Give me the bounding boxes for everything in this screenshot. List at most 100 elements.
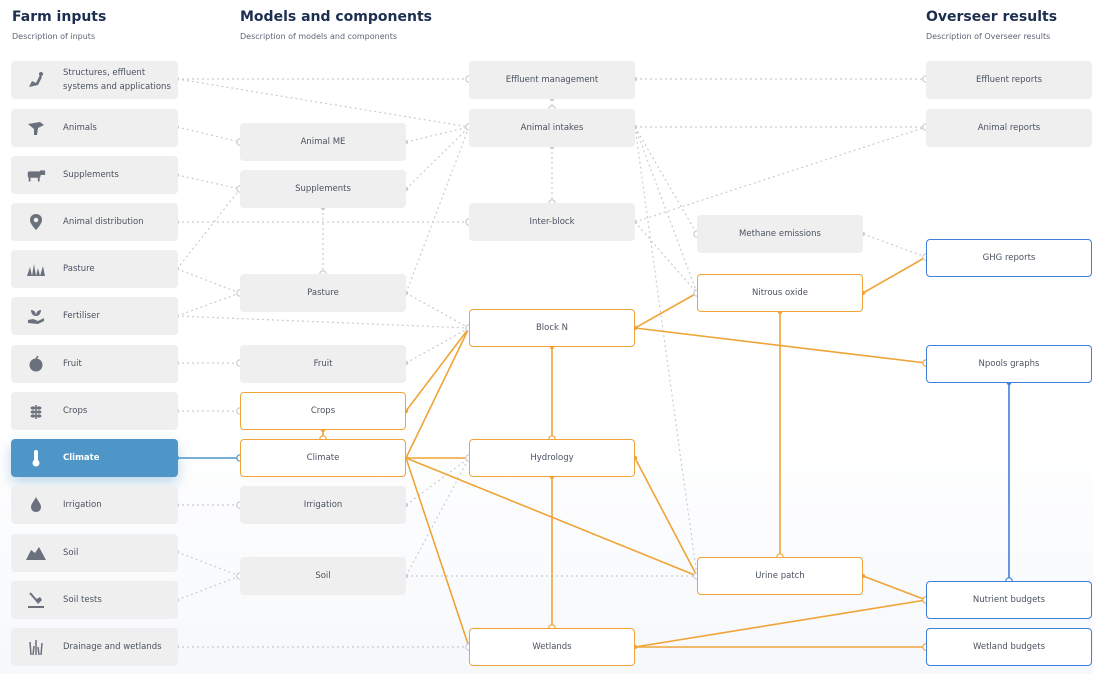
input-label: Irrigation bbox=[63, 500, 102, 510]
results-header: Overseer results Description of Overseer… bbox=[926, 8, 1057, 42]
model-pasture[interactable]: Pasture bbox=[240, 274, 406, 312]
input-label: Fertiliser bbox=[63, 311, 100, 321]
model-label: Nitrous oxide bbox=[751, 288, 809, 298]
connector-line bbox=[634, 126, 927, 223]
input-label: Soil tests bbox=[63, 595, 102, 605]
effluent-structure-icon bbox=[25, 71, 47, 89]
input-structures-effluent[interactable]: Structures, effluent systems and applica… bbox=[11, 61, 178, 99]
connector-line bbox=[634, 126, 698, 235]
result-label: Effluent reports bbox=[975, 75, 1043, 85]
model-label: Wetlands bbox=[532, 642, 572, 652]
model-label: Climate bbox=[306, 453, 340, 463]
model-label: Hydrology bbox=[530, 453, 574, 463]
connector-line bbox=[405, 126, 470, 190]
results-title: Overseer results bbox=[926, 9, 1058, 25]
input-label: Animal distribution bbox=[63, 217, 144, 227]
result-nutrient-budgets[interactable]: Nutrient budgets bbox=[926, 581, 1092, 619]
model-label: Fruit bbox=[313, 359, 333, 369]
hand-plant-icon bbox=[25, 307, 47, 325]
result-label: Wetland budgets bbox=[972, 642, 1046, 652]
model-hydrology[interactable]: Hydrology bbox=[469, 439, 635, 477]
connector-line bbox=[405, 457, 470, 577]
input-pasture[interactable]: Pasture bbox=[11, 250, 178, 288]
connector-line bbox=[634, 599, 927, 648]
connector-line bbox=[634, 292, 698, 329]
result-label: GHG reports bbox=[982, 253, 1036, 263]
input-soil-tests[interactable]: Soil tests bbox=[11, 581, 178, 619]
result-effluent-reports[interactable]: Effluent reports bbox=[926, 61, 1092, 99]
soil-mound-icon bbox=[25, 544, 47, 562]
model-animal-intakes[interactable]: Animal intakes bbox=[469, 109, 635, 147]
model-fruit[interactable]: Fruit bbox=[240, 345, 406, 383]
model-label: Urine patch bbox=[755, 571, 805, 581]
connector-line bbox=[405, 327, 470, 412]
input-label: Supplements bbox=[63, 170, 119, 180]
model-label: Effluent management bbox=[505, 75, 599, 85]
model-inter-block[interactable]: Inter-block bbox=[469, 203, 635, 241]
thermometer-icon bbox=[25, 449, 47, 467]
input-drainage-wetlands[interactable]: Drainage and wetlands bbox=[11, 628, 178, 666]
results-description: Description of Overseer results bbox=[926, 32, 1051, 41]
input-fertiliser[interactable]: Fertiliser bbox=[11, 297, 178, 335]
input-soil[interactable]: Soil bbox=[11, 534, 178, 572]
input-label: Fruit bbox=[63, 359, 82, 369]
location-pin-icon bbox=[25, 213, 47, 231]
farm-inputs-header: Farm inputs Description of inputs bbox=[12, 8, 106, 42]
models-description: Description of models and components bbox=[240, 32, 397, 41]
model-crops[interactable]: Crops bbox=[240, 392, 406, 430]
model-block-n[interactable]: Block N bbox=[469, 309, 635, 347]
model-label: Inter-block bbox=[529, 217, 575, 227]
connector-line bbox=[176, 551, 241, 577]
model-urine-patch[interactable]: Urine patch bbox=[697, 557, 863, 595]
connector-line bbox=[176, 174, 241, 190]
input-crops[interactable]: Crops bbox=[11, 392, 178, 430]
input-supplements[interactable]: Supplements bbox=[11, 156, 178, 194]
shovel-icon bbox=[25, 591, 47, 609]
reeds-icon bbox=[25, 638, 47, 656]
model-animal-me[interactable]: Animal ME bbox=[240, 123, 406, 161]
model-supplements[interactable]: Supplements bbox=[240, 170, 406, 208]
connector-line bbox=[634, 457, 698, 577]
model-methane-emissions[interactable]: Methane emissions bbox=[697, 215, 863, 253]
model-soil[interactable]: Soil bbox=[240, 557, 406, 595]
model-climate[interactable]: Climate bbox=[240, 439, 406, 477]
model-wetlands[interactable]: Wetlands bbox=[469, 628, 635, 666]
result-ghg-reports[interactable]: GHG reports bbox=[926, 239, 1092, 277]
connector-line bbox=[176, 78, 470, 128]
input-irrigation[interactable]: Irrigation bbox=[11, 486, 178, 524]
input-label: Drainage and wetlands bbox=[63, 642, 162, 652]
connector-line bbox=[634, 126, 698, 294]
animal-icon bbox=[25, 119, 47, 137]
result-npools-graphs[interactable]: Npools graphs bbox=[926, 345, 1092, 383]
model-label: Animal intakes bbox=[520, 123, 584, 133]
input-climate[interactable]: Climate bbox=[11, 439, 178, 477]
connector-line bbox=[405, 126, 470, 143]
result-wetland-budgets[interactable]: Wetland budgets bbox=[926, 628, 1092, 666]
connector-line bbox=[176, 268, 241, 294]
model-label: Crops bbox=[310, 406, 336, 416]
cow-icon bbox=[25, 166, 47, 184]
model-irrigation[interactable]: Irrigation bbox=[240, 486, 406, 524]
input-animals[interactable]: Animals bbox=[11, 109, 178, 147]
input-label: Pasture bbox=[63, 264, 95, 274]
connector-line bbox=[176, 126, 241, 143]
input-animal-distribution[interactable]: Animal distribution bbox=[11, 203, 178, 241]
wheat-icon bbox=[25, 402, 47, 420]
connector-line bbox=[405, 126, 470, 294]
connector-line bbox=[405, 327, 470, 459]
model-nitrous-oxide[interactable]: Nitrous oxide bbox=[697, 274, 863, 312]
model-effluent-management[interactable]: Effluent management bbox=[469, 61, 635, 99]
result-animal-reports[interactable]: Animal reports bbox=[926, 109, 1092, 147]
model-label: Pasture bbox=[307, 288, 339, 298]
input-label: Structures, effluent systems and applica… bbox=[63, 68, 171, 92]
model-label: Soil bbox=[315, 571, 331, 581]
model-label: Methane emissions bbox=[739, 229, 821, 239]
connector-line bbox=[176, 292, 241, 317]
water-drop-icon bbox=[25, 496, 47, 514]
connector-line bbox=[176, 575, 241, 601]
result-label: Animal reports bbox=[977, 123, 1041, 133]
model-label: Supplements bbox=[295, 184, 351, 194]
input-fruit[interactable]: Fruit bbox=[11, 345, 178, 383]
input-label: Crops bbox=[63, 406, 88, 416]
connector-line bbox=[405, 457, 470, 506]
